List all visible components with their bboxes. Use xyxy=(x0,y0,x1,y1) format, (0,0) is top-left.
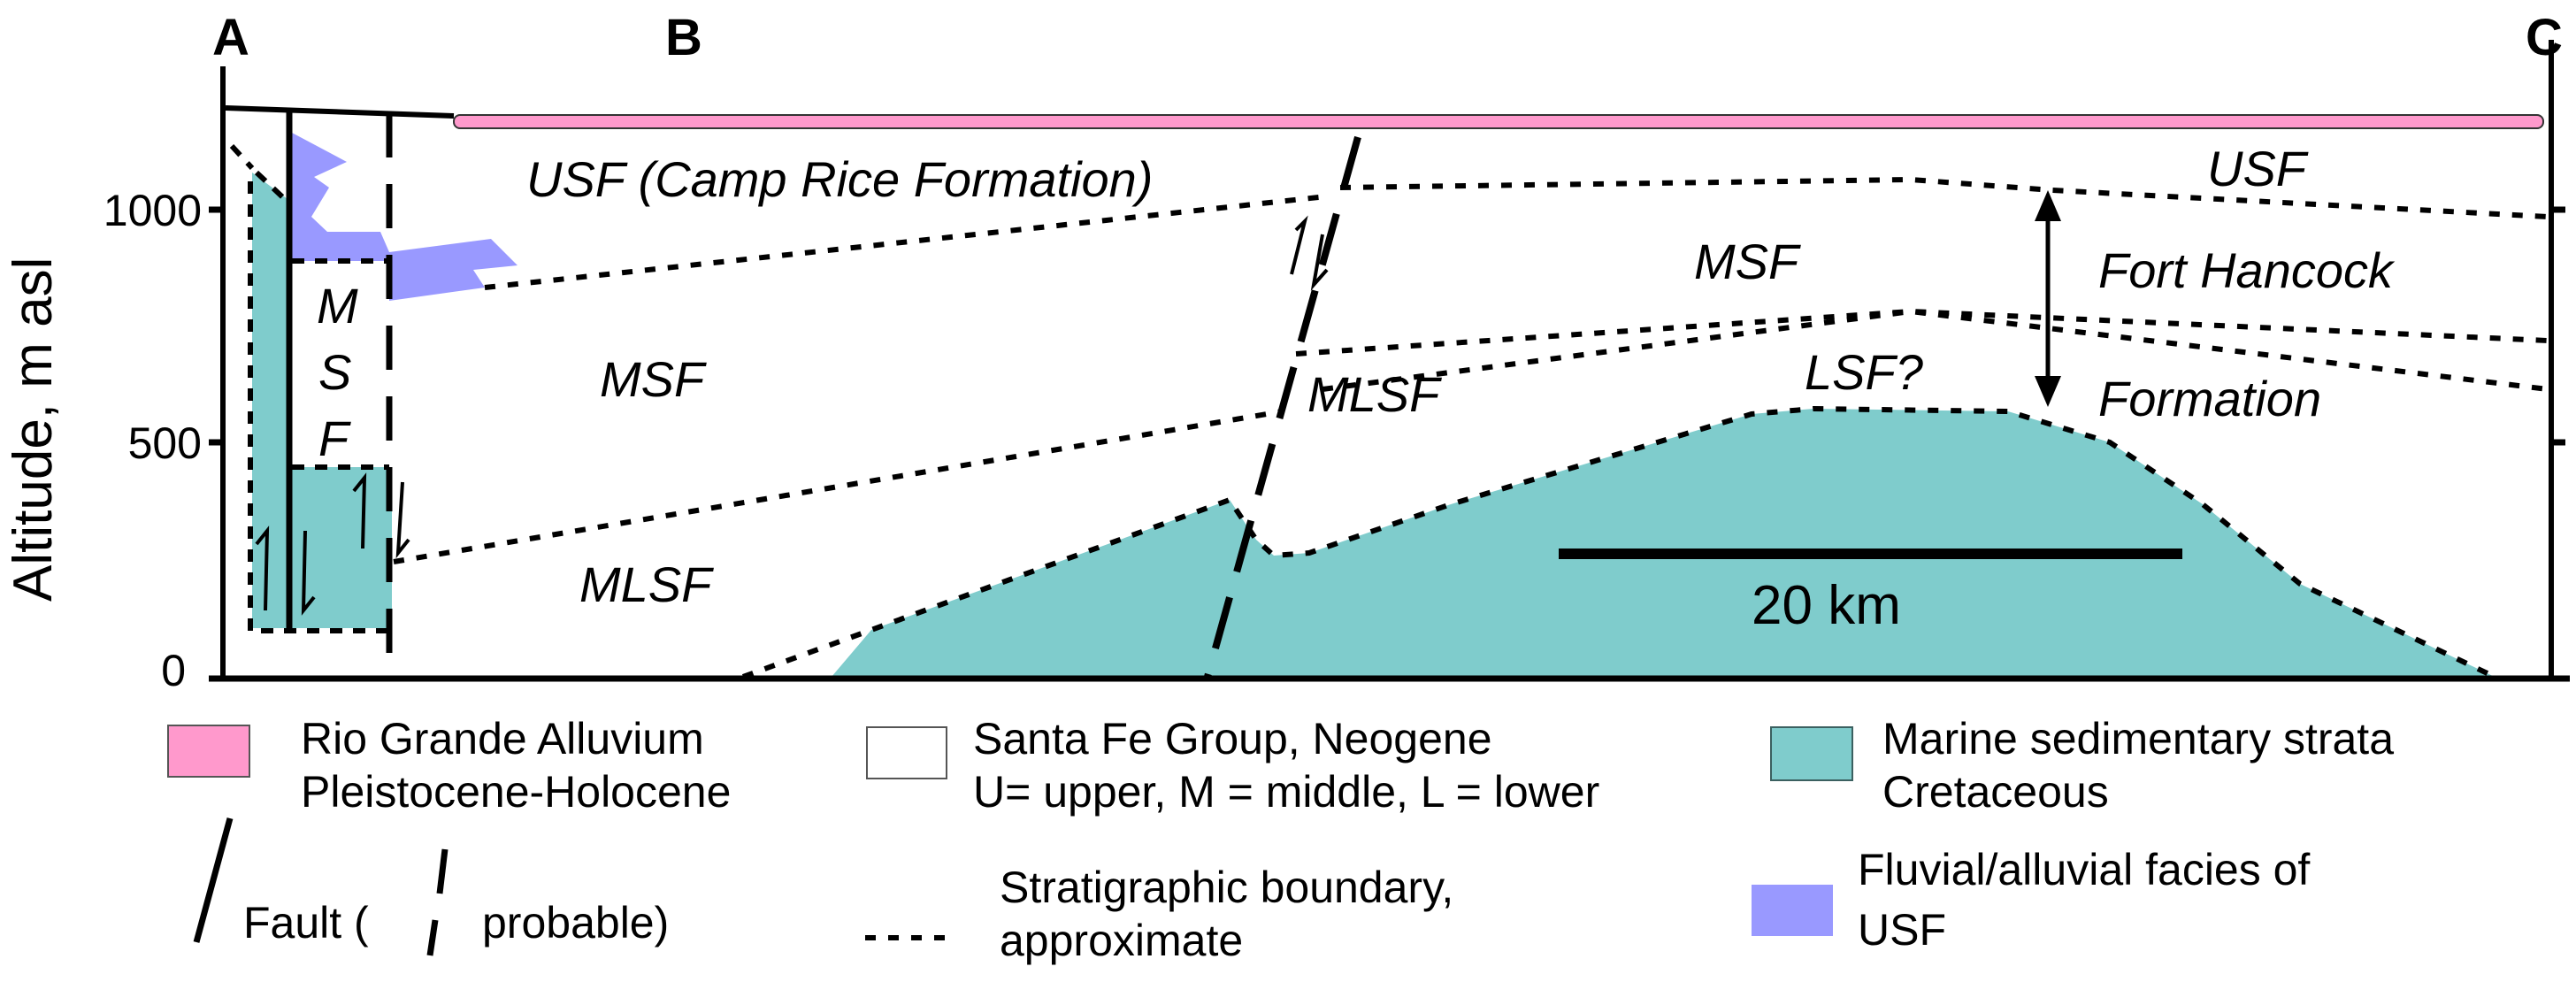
y-axis-label: Altitude, m asl xyxy=(3,257,64,602)
rio-grande-alluvium-bar xyxy=(453,114,2544,129)
label-msf-vertical-f: F xyxy=(318,410,351,466)
boundary-usf-msf-right xyxy=(1339,176,2549,219)
legend-fault-probable-icon-b xyxy=(426,919,439,956)
boundary-msf-mlsf-right xyxy=(1295,308,2549,357)
legend-fluvial-line1: Fluvial/alluvial facies of xyxy=(1858,845,2310,894)
label-usf-camp-rice: USF (Camp Rice Formation) xyxy=(526,151,1153,207)
legend-fluvial-line2: USF xyxy=(1858,905,1946,955)
legend: Rio Grande Alluvium Pleistocene-Holocene… xyxy=(167,714,2394,965)
legend-swatch-marine xyxy=(1770,726,1853,781)
fault-central-probable xyxy=(1204,135,1361,679)
label-mlsf-center: MLSF xyxy=(1307,366,1442,422)
legend-fault-probable-icon-a xyxy=(436,848,448,894)
label-msf-vertical-m: M xyxy=(317,278,358,334)
label-msf-center: MSF xyxy=(1694,234,1801,289)
scale-bar xyxy=(1559,549,2182,559)
section-label-a: A xyxy=(212,9,249,66)
boundary-mlsf-lsf xyxy=(1322,308,2549,392)
label-msf-vertical-s: S xyxy=(318,344,351,400)
label-fort-hancock-2: Formation xyxy=(2098,371,2321,426)
land-surface-line xyxy=(225,105,455,119)
marine-strata-left-column xyxy=(252,173,288,628)
label-msf-left: MSF xyxy=(600,351,707,407)
label-mlsf-left: MLSF xyxy=(579,556,714,612)
legend-boundary-line2: approximate xyxy=(1000,916,1243,965)
fort-hancock-thickness-arrow xyxy=(2035,190,2061,407)
y-tick-0: 0 xyxy=(161,646,186,695)
label-fort-hancock-1: Fort Hancock xyxy=(2098,242,2396,298)
legend-santa-fe-line2: U= upper, M = middle, L = lower xyxy=(973,767,1599,817)
marine-strata-main xyxy=(832,409,2495,677)
boundary-usf-msf-left xyxy=(484,194,1328,290)
legend-santa-fe-line1: Santa Fe Group, Neogene xyxy=(973,714,1492,763)
legend-fault-label: Fault ( xyxy=(243,898,369,947)
legend-rio-grande-line2: Pleistocene-Holocene xyxy=(301,767,731,817)
legend-marine-line2: Cretaceous xyxy=(1882,767,2109,817)
legend-swatch-santa-fe xyxy=(866,726,947,779)
scale-bar-label: 20 km xyxy=(1752,575,1901,636)
legend-rio-grande-line1: Rio Grande Alluvium xyxy=(301,714,704,763)
legend-fault-solid-icon xyxy=(193,817,234,943)
legend-boundary-line1: Stratigraphic boundary, xyxy=(1000,863,1453,912)
y-tick-1000: 1000 xyxy=(104,186,202,235)
stratigraphic-boundaries xyxy=(393,176,2549,679)
boundary-top-cretaceous-left xyxy=(741,405,2496,679)
legend-marine-line1: Marine sedimentary strata xyxy=(1882,714,2394,763)
section-label-b: B xyxy=(665,9,702,66)
y-tick-500: 500 xyxy=(128,418,202,468)
label-lsf: LSF? xyxy=(1805,344,1923,400)
legend-fault-probable-label: probable) xyxy=(482,898,669,947)
legend-swatch-fluvial xyxy=(1752,885,1833,936)
fault-motion-arrows xyxy=(255,215,1329,616)
section-label-c: C xyxy=(2526,9,2563,66)
stratigraphic-boundaries-left xyxy=(229,143,389,633)
label-usf-right: USF xyxy=(2207,141,2309,196)
fluvial-facies-left xyxy=(292,133,518,301)
legend-swatch-rio-grande xyxy=(167,725,250,778)
